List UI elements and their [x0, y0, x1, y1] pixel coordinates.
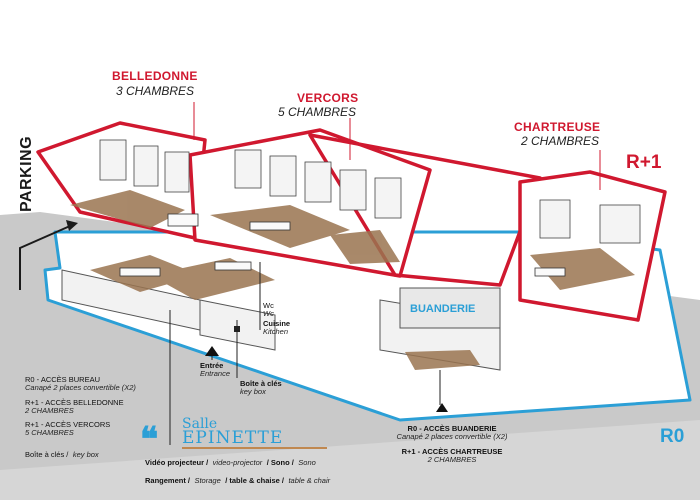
room-labels: Wc Wc Cuisine Kitchen — [263, 301, 291, 336]
legend-r0-buanderie: R0 - ACCÈS BUANDERIE — [407, 424, 497, 433]
floor-r0-label: R0 — [660, 426, 685, 447]
chartreuse-title: CHARTREUSE — [514, 120, 601, 134]
legend-r1-vercors: R+1 - ACCÈS VERCORS — [25, 420, 111, 429]
entree-marker-icon — [205, 346, 219, 356]
salle-storage-en: Storage — [194, 475, 221, 485]
r1-central-outline — [308, 133, 542, 287]
r1-rooms — [99, 139, 641, 244]
r1-chartreuse-outline — [518, 170, 667, 322]
entree-label: Entrée — [200, 361, 224, 370]
belledonne-subtitle: 3 CHAMBRES — [116, 84, 195, 98]
legend-r1-chartreuse: R+1 - ACCÈS CHARTREUSE — [401, 446, 503, 456]
salle-line-1: Vidéo projecteur / video-projector / Son… — [145, 452, 330, 470]
wc-label-en: Wc — [263, 309, 274, 319]
legend-r0-bureau: R0 - ACCÈS BUREAU — [25, 375, 101, 384]
entrance-label: Entrance — [200, 369, 231, 379]
salle-video-fr: Vidéo projecteur / — [145, 458, 209, 467]
legend-r1-vercors-sub: 5 CHAMBRES — [25, 428, 74, 438]
legend-left: R0 - ACCÈS BUREAU Canapé 2 places conver… — [25, 375, 136, 462]
legend-key-box-en: key box — [72, 449, 99, 459]
salle-details: Vidéo projecteur / video-projector / Son… — [145, 452, 330, 487]
wc-label: Wc — [263, 301, 274, 310]
belledonne-title: BELLEDONNE — [112, 69, 198, 83]
key-box-block: Boîte à clés key box — [240, 379, 282, 397]
parking-arrow — [19, 220, 78, 290]
legend-key-box-fr: Boîte à clés / — [25, 449, 69, 459]
legend-r1-belledonne-sub: 2 CHAMBRES — [25, 405, 74, 415]
legend-r1-chartreuse-sub: 2 CHAMBRES — [427, 454, 477, 464]
legend-r1-belledonne: R+1 - ACCÈS BELLEDONNE — [25, 397, 124, 407]
salle-table-fr: / table & chaise / — [225, 475, 284, 485]
vercors-title: VERCORS — [297, 91, 359, 105]
salle-logo-icon: ❝ — [140, 420, 159, 460]
salle-rangement-fr: Rangement / — [145, 475, 191, 485]
key-box-label: Boîte à clés — [240, 379, 282, 388]
legend-r0-buanderie-sub: Canapé 2 places convertible (X2) — [396, 432, 508, 442]
ground-path — [0, 420, 700, 500]
legend-right: R0 - ACCÈS BUANDERIE Canapé 2 places con… — [392, 424, 512, 464]
entree-block: Entrée Entrance — [200, 361, 231, 379]
salle-logo-underline — [182, 447, 327, 449]
furniture — [119, 213, 566, 277]
salle-table-en: table & chair — [288, 475, 331, 485]
salle-video-en: video-projector — [212, 458, 263, 467]
kitchen-label: Kitchen — [263, 326, 289, 336]
legend-r0-bureau-sub: Canapé 2 places convertible (X2) — [25, 383, 136, 393]
key-box-icon — [234, 326, 240, 332]
salle-logo-name: EPINETTE — [182, 428, 284, 448]
salle-sono-en: Sono — [298, 458, 316, 467]
key-box-label-en: key box — [240, 387, 266, 397]
floor-r1-label: R+1 — [626, 152, 662, 173]
buanderie-label: BUANDERIE — [410, 303, 476, 315]
buanderie-entrance-marker-icon — [436, 403, 448, 412]
legend-key-box: Boîte à clés / key box — [25, 444, 136, 462]
parking-label: PARKING — [18, 135, 35, 213]
chartreuse-subtitle: 2 CHAMBRES — [521, 134, 600, 148]
cuisine-label: Cuisine — [263, 318, 291, 328]
vercors-subtitle: 5 CHAMBRES — [278, 105, 357, 119]
red-pointers — [193, 102, 601, 190]
salle-line-2: Rangement / Storage / table & chaise / t… — [145, 470, 330, 488]
salle-logo-salle: Salle — [182, 416, 218, 432]
salle-sono-fr: / Sono / — [266, 458, 294, 467]
